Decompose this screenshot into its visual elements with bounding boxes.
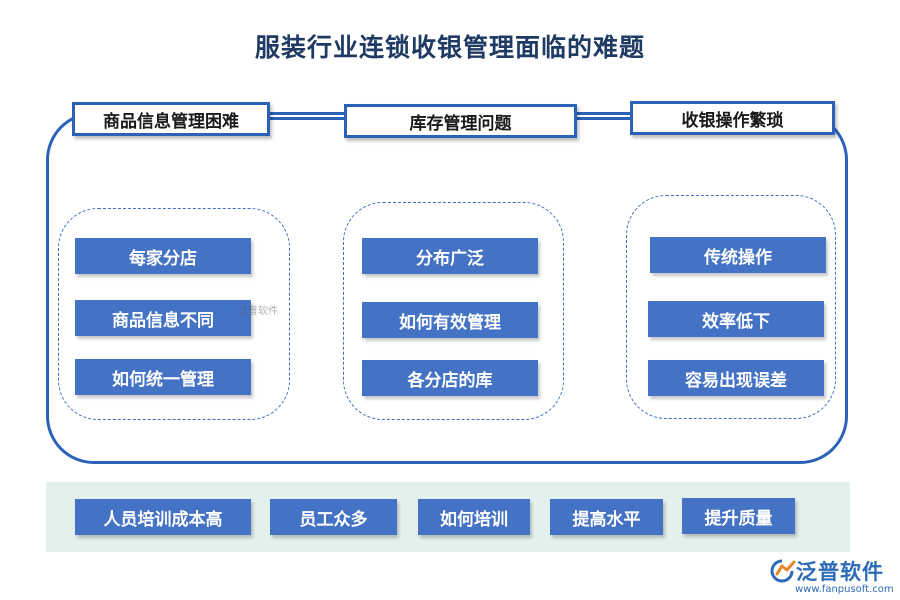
- bottom-item-1: 人员培训成本高: [75, 499, 251, 535]
- item-inventory-3: 各分店的库: [362, 360, 538, 396]
- connector-left: [270, 117, 344, 120]
- watermark-text: 泛普软件: [238, 306, 278, 317]
- bottom-item-5: 提升质量: [682, 498, 795, 534]
- bottom-item-4: 提高水平: [550, 499, 663, 535]
- group-frame-inventory: [343, 202, 564, 420]
- watermark: 泛普软件: [226, 302, 278, 317]
- item-inventory-2: 如何有效管理: [362, 302, 538, 338]
- item-checkout-3: 容易出现误差: [648, 360, 824, 396]
- watermark-logo-icon: [226, 303, 238, 316]
- brand-logo-text: 泛普软件: [796, 560, 884, 584]
- page-title: 服装行业连锁收银管理面临的难题: [254, 33, 645, 62]
- item-checkout-1: 传统操作: [650, 237, 826, 273]
- item-product-2: 商品信息不同: [75, 300, 251, 336]
- brand-logo: 泛普软件: [768, 556, 884, 586]
- item-product-3: 如何统一管理: [75, 359, 251, 395]
- header-product-info: 商品信息管理困难: [72, 102, 270, 136]
- item-checkout-2: 效率低下: [648, 301, 824, 337]
- item-inventory-1: 分布广泛: [362, 238, 538, 274]
- main-frame: [46, 112, 848, 464]
- item-product-1: 每家分店: [75, 238, 251, 274]
- header-inventory: 库存管理问题: [344, 104, 577, 138]
- brand-logo-icon: [770, 559, 796, 583]
- connector-right: [577, 117, 632, 120]
- brand-url: www.fanpusoft.com: [795, 584, 894, 595]
- group-frame-product: [58, 208, 290, 420]
- bottom-item-3: 如何培训: [418, 499, 530, 535]
- bottom-item-2: 员工众多: [270, 499, 397, 535]
- header-checkout: 收银操作繁琐: [630, 101, 835, 135]
- group-frame-checkout: [626, 195, 836, 419]
